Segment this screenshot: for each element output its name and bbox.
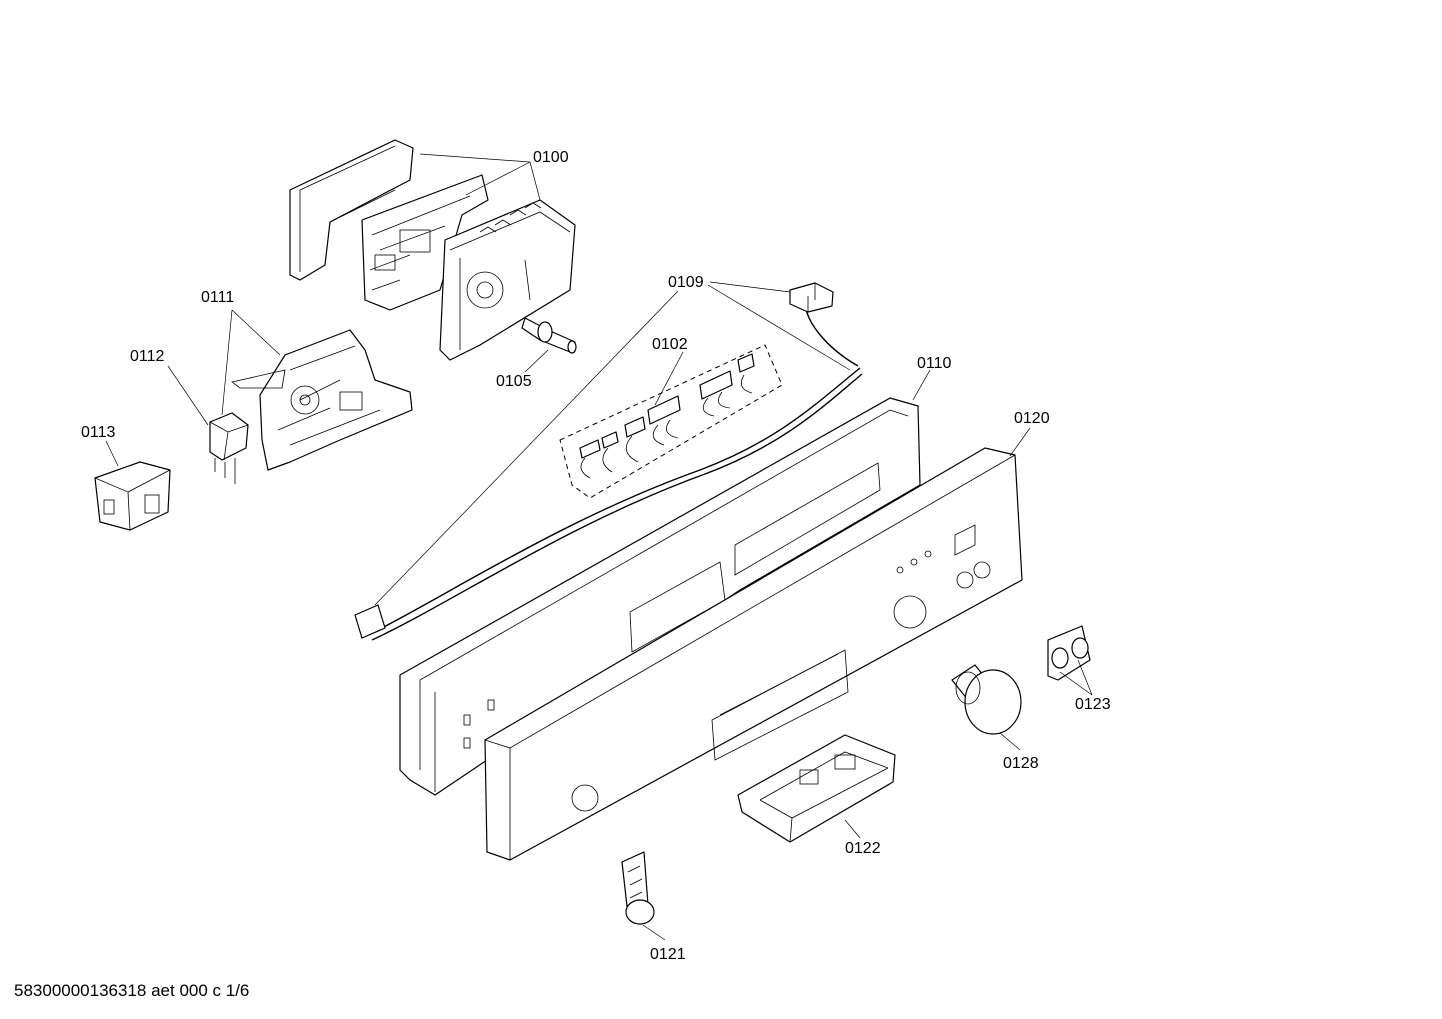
label-0121: 0121 <box>650 946 686 963</box>
part-0113-relay <box>94 461 171 531</box>
part-0110-frame <box>399 397 921 796</box>
part-0112-switch <box>209 412 249 484</box>
label-0105: 0105 <box>496 373 532 390</box>
part-0111-mechanism <box>231 329 413 471</box>
label-0102: 0102 <box>652 336 688 353</box>
label-0113: 0113 <box>81 424 116 441</box>
part-0123-buttons <box>1047 625 1091 681</box>
label-0123: 0123 <box>1075 696 1111 713</box>
label-0109: 0109 <box>668 274 704 291</box>
label-0111: 0111 <box>201 289 234 306</box>
label-0110: 0110 <box>917 355 952 372</box>
label-0120: 0120 <box>1014 410 1050 427</box>
part-0122-dispenser <box>737 734 896 843</box>
part-0128-knob <box>951 664 1022 735</box>
part-0102-connectors <box>559 344 783 499</box>
label-0122: 0122 <box>845 840 881 857</box>
label-0112: 0112 <box>130 348 165 365</box>
part-0121-lever <box>621 851 655 925</box>
part-0105-sensor <box>521 317 577 354</box>
leader-lines <box>105 153 1093 941</box>
label-0100: 0100 <box>533 149 569 166</box>
label-0128: 0128 <box>1003 755 1039 772</box>
part-0109-harness <box>354 282 863 641</box>
document-id-footer: 58300000136318 aet 000 c 1/6 <box>14 981 250 1000</box>
part-0120-fascia <box>484 447 1023 861</box>
part-0100-cover <box>289 139 414 281</box>
